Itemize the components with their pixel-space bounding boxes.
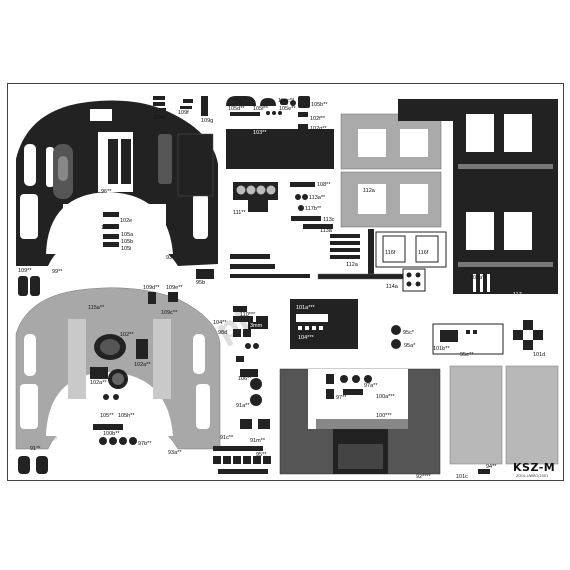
part-label: 101a*** [296,305,316,311]
part-label: 105** [100,413,114,419]
gauge-cluster-111 [233,182,333,229]
part-label: 105b** [311,102,328,108]
part-label: 102a** [134,362,151,368]
part-label: 105e** [279,106,296,112]
part-label: 97a** [364,383,378,389]
part-label: 102f** [310,116,326,122]
cockpit-panel-bottom [15,287,221,450]
instrument-panel-103 [226,96,334,169]
part-label: 108** [317,182,331,188]
part-label: 3mm [250,323,263,329]
part-label: 100a*** [376,394,396,400]
part-label: 106** [238,376,252,382]
part-label: 99** [52,269,63,275]
part-label: 93 [166,255,172,261]
part-label: 112a [346,262,359,268]
window-panel-112a [340,113,442,228]
part-label: 94** [486,464,497,470]
strip-parts-112a [230,234,409,280]
part-label: 104*** [298,335,314,341]
part-label: 95c* [403,330,415,336]
center-misc-parts [213,306,271,474]
part-label: 114a [386,284,399,290]
part-label: 100*** [376,413,392,419]
panel-101a [290,299,358,349]
part-label: 95a* [404,343,416,349]
part-label: 101b** [433,346,450,352]
part-label: 105a [121,232,134,238]
part-label: 113a [320,228,333,234]
cockpit-panel-top [16,100,218,266]
part-label: 91c** [220,435,234,441]
part-label: 105h** [118,413,135,419]
part-label: 101d [533,352,545,358]
model-sheet: www.ksz-m.pl 115 96** 102e 102d 105a 105… [7,83,564,481]
part-label: 109** [18,268,32,274]
part-label: 95e** [460,352,474,358]
part-label: 111** [233,210,247,216]
part-label: 110*** [240,312,256,318]
part-label: 91a** [236,403,250,409]
part-label: 104** [213,320,227,326]
part-label: 105c** [278,98,295,104]
part-label: 109f [178,110,189,116]
part-label: 102** [120,332,134,338]
part-label: 109b [153,115,165,121]
brand-subtitle: ZOOL.UWRO/2001 [516,474,548,478]
part-label: 105f** [253,106,269,112]
part-label: 109e** [166,285,183,291]
part-label: 98d [218,330,227,336]
parts-artwork: www.ksz-m.pl 115 96** 102e 102d 105a 105… [15,96,559,480]
part-label: 102e [120,218,132,224]
part-label: 91** [30,446,41,452]
part-label: 102d [101,225,113,231]
part-label: 92**** [416,474,432,480]
part-label: 105d** [228,106,245,112]
part-label: 117b** [305,206,322,212]
part-label: 96** [101,189,112,195]
part-label: 115a** [88,305,105,311]
part-label: 116f [418,250,429,256]
part-label: 97** [336,395,347,401]
part-label: 109d** [143,285,160,291]
knob-row [18,394,137,474]
part-label: 112a [363,188,376,194]
part-label: 115 [92,113,101,119]
part-label: 105i [121,246,131,252]
part-label: 95** [256,452,267,458]
part-label: 109g [201,118,213,124]
part-label: 93a** [168,450,182,456]
part-label: 116f [385,250,396,256]
part-label: 117 [513,292,522,298]
part-label: 113c [323,217,335,223]
part-label: 97b** [138,441,152,447]
part-label: 109c** [161,310,178,316]
right-mid-parts [391,268,543,355]
brand-logo: KSZ-M [513,461,555,474]
part-label: 113a** [309,195,326,201]
floor-plates-101c [449,365,559,474]
floor-panel-100 [279,368,441,475]
window-frames-116f [368,229,447,284]
part-label: 102a** [90,380,107,386]
part-label: 91m** [250,438,266,444]
part-label: 105b [121,239,133,245]
part-label: 101c [456,474,468,480]
part-label: 100b** [103,431,120,437]
side-panel-117 [398,99,558,294]
part-label: 103a** [470,275,487,281]
part-label: 102g** [310,126,327,132]
part-label: 95b [196,280,205,286]
part-label: 103** [253,130,267,136]
